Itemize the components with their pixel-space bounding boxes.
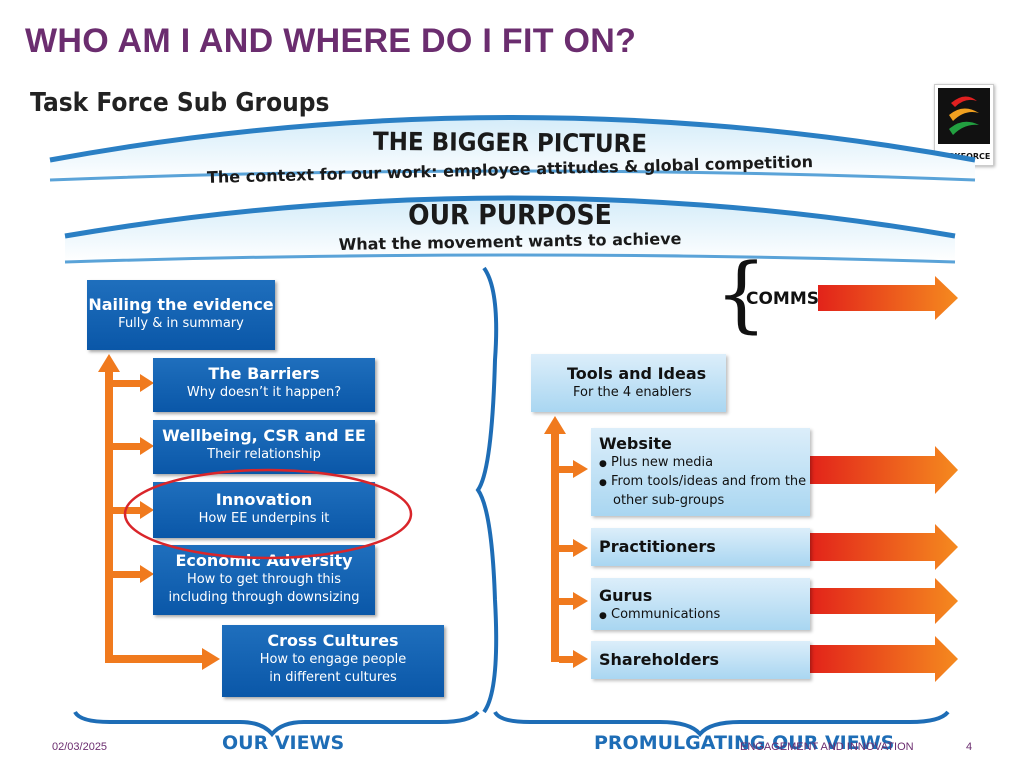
taskforce-logo: TASKFORCE [934, 84, 994, 166]
box-text: How to get through this including throug… [168, 572, 360, 605]
comms-brace: { [715, 247, 768, 342]
box-cross-cultures: Cross Cultures How to engage people in d… [222, 625, 444, 697]
box-gurus: Gurus ● Communications [591, 578, 810, 630]
bullet-item: ● From tools/ideas and from the other su… [599, 474, 807, 508]
comms-label: COMMS [746, 289, 820, 309]
footer-date: 02/03/2025 [52, 741, 108, 753]
box-title: Gurus [599, 586, 653, 605]
box-text: For the 4 enablers [573, 385, 692, 400]
box-title: The Barriers [208, 364, 320, 383]
our-views-label: OUR VIEWS [222, 732, 345, 754]
box-title: Practitioners [599, 537, 716, 556]
box-text: Their relationship [207, 447, 321, 462]
diagram-subtitle: Task Force Sub Groups [30, 88, 330, 118]
purpose-title: OUR PURPOSE [408, 198, 612, 231]
box-text: Why doesn’t it happen? [186, 385, 342, 400]
box-tools-ideas: Tools and Ideas For the 4 enablers [531, 354, 726, 412]
box-title: Tools and Ideas [567, 364, 707, 383]
page-number: 4 [966, 741, 973, 753]
shareholders-arrow [810, 636, 958, 682]
box-title: Cross Cultures [267, 631, 399, 650]
box-title: Wellbeing, CSR and EE [162, 426, 366, 445]
box-wellbeing: Wellbeing, CSR and EE Their relationship [153, 420, 375, 474]
box-text: How to engage people in different cultur… [259, 652, 407, 685]
box-title: Nailing the evidence [88, 295, 274, 314]
comms-arrow [818, 276, 958, 320]
gurus-arrow [810, 578, 958, 624]
bullet-item: ● Communications [599, 607, 721, 622]
box-barriers: The Barriers Why doesn’t it happen? [153, 358, 375, 412]
box-title: Innovation [215, 490, 313, 509]
bullet-icon: ● [599, 459, 607, 469]
bullet-icon: ● [599, 611, 607, 621]
box-practitioners: Practitioners [591, 528, 810, 566]
bullet-item: ● Plus new media [599, 455, 714, 470]
practitioners-arrow [810, 524, 958, 570]
box-text: Fully & in summary [118, 316, 244, 331]
box-title: Website [599, 434, 672, 453]
website-arrow [810, 446, 958, 494]
innovation-highlight-circle [123, 468, 413, 560]
box-text: How EE underpins it [198, 511, 330, 526]
logo-emblem-icon [938, 88, 990, 144]
slide-title: WHO AM I AND WHERE DO I FIT ON? [25, 22, 637, 60]
box-nailing-evidence: Nailing the evidence Fully & in summary [87, 280, 275, 350]
box-shareholders: Shareholders [591, 641, 810, 679]
box-innovation: Innovation How EE underpins it [153, 482, 375, 538]
promulgating-label: PROMULGATING OUR VIEWS [594, 732, 895, 754]
box-website: Website ● Plus new media ● From tools/id… [591, 428, 810, 516]
bullet-icon: ● [599, 478, 607, 488]
footer-title: ENGAGEMENT AND INNOVATION [740, 741, 914, 753]
up-arrow [98, 354, 120, 372]
box-title: Shareholders [599, 650, 720, 669]
